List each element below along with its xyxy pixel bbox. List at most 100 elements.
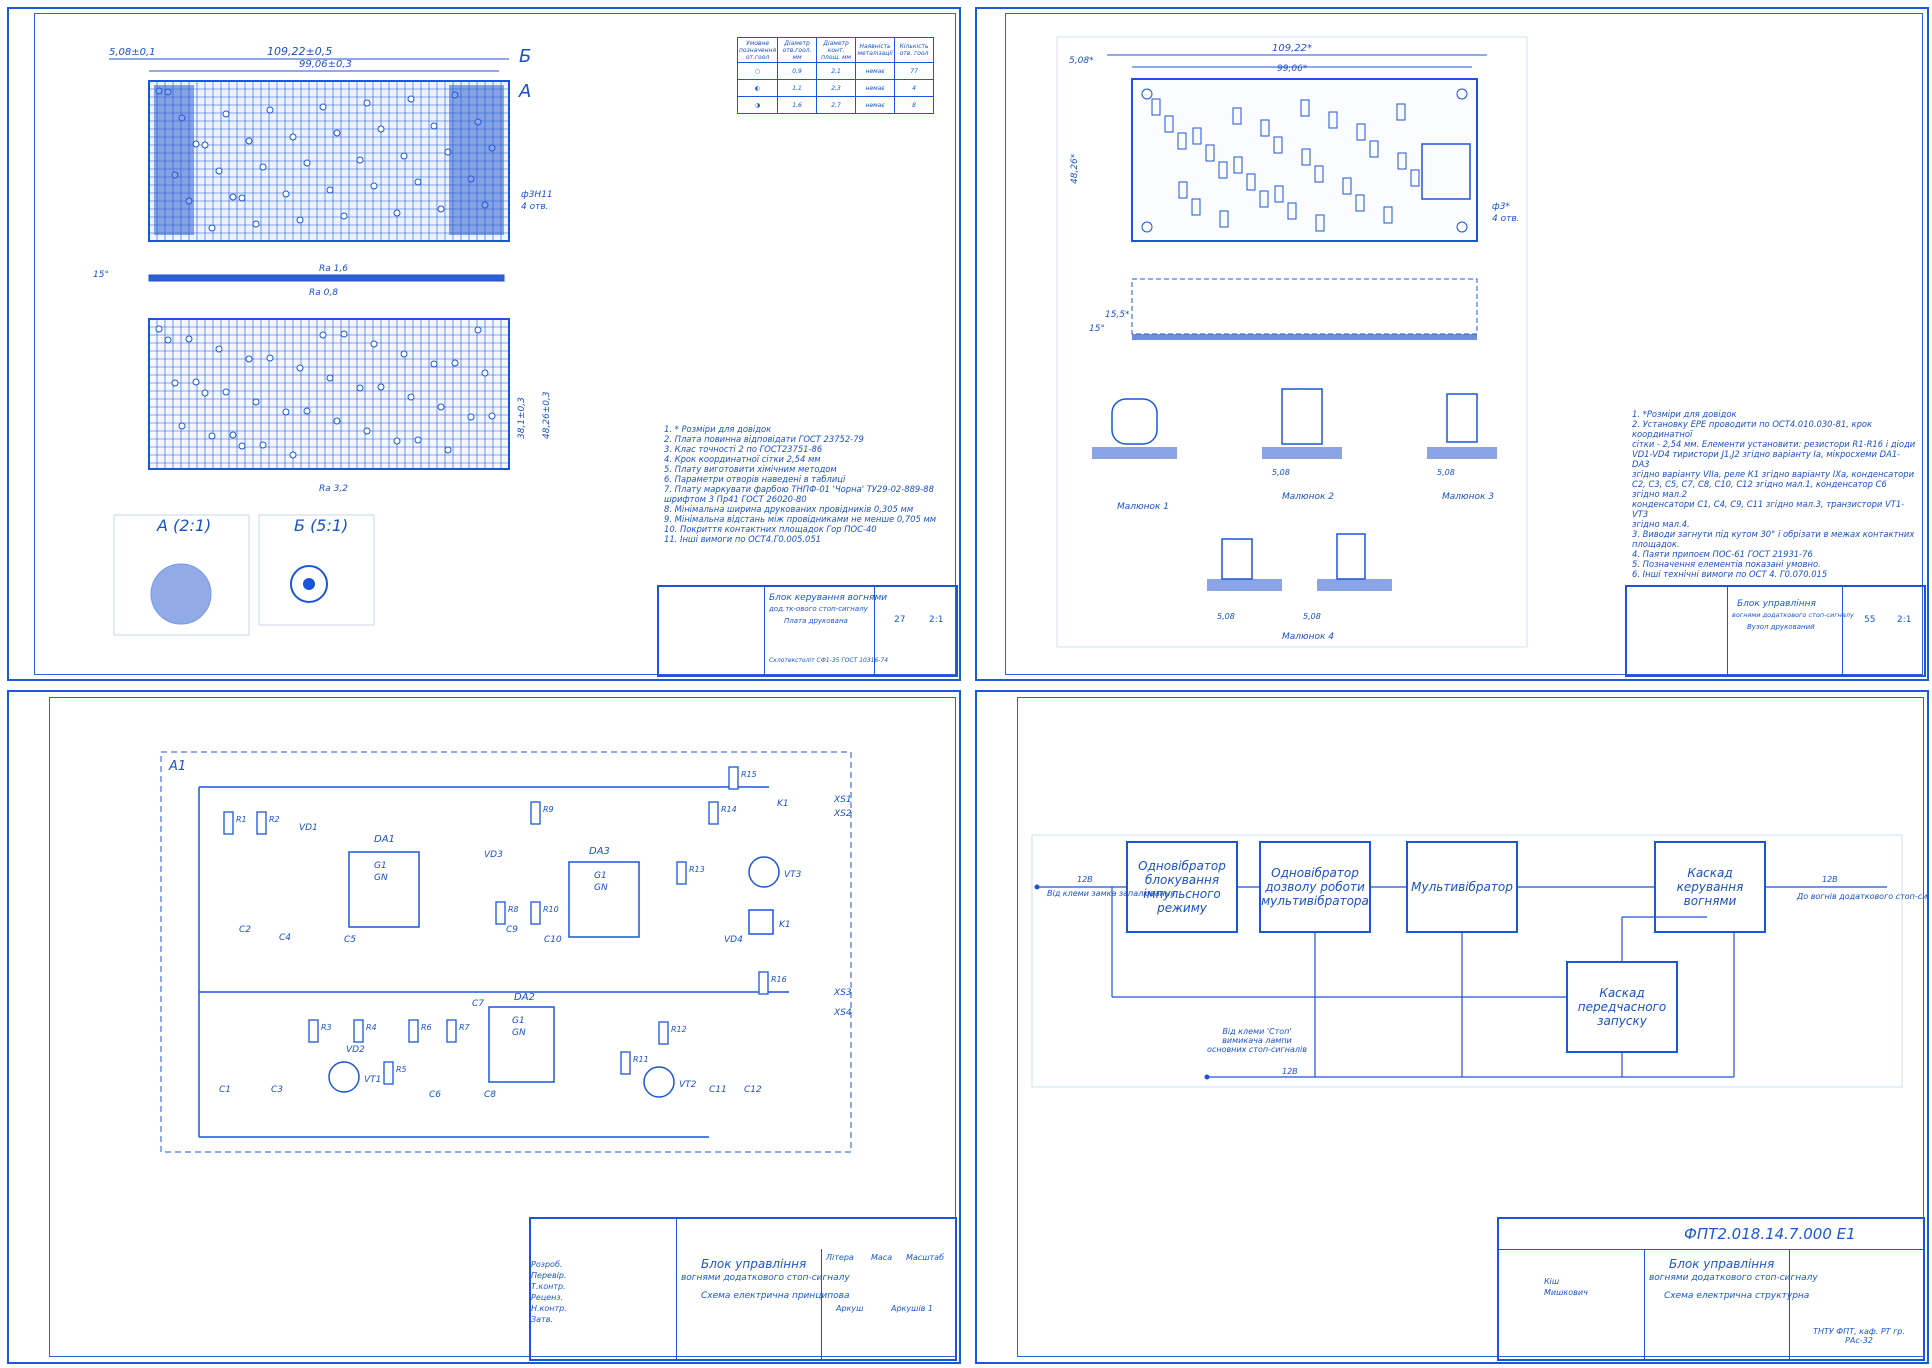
input-voltage: 12В xyxy=(1077,875,1093,884)
label-xs3: XS3 xyxy=(833,988,852,998)
component xyxy=(1410,169,1420,187)
pad xyxy=(319,103,327,111)
side-dim: 15,5* xyxy=(1105,310,1130,320)
pad xyxy=(326,374,334,382)
component xyxy=(1383,206,1393,224)
resistor-r9 xyxy=(530,801,541,825)
component xyxy=(1328,111,1338,129)
hole-table: Умовне позначення от.гоол Діаметр отв.го… xyxy=(736,37,935,114)
callout-b: Б xyxy=(519,46,531,67)
block-early-start xyxy=(1566,961,1678,1053)
pad xyxy=(296,364,304,372)
block-diagram-svg: Одновібратор блокування імпульсного режи… xyxy=(1031,834,1927,1088)
label-vt1: VT1 xyxy=(364,1075,381,1085)
pcb-top-view xyxy=(148,80,510,242)
table-header: Діаметр отв.гоол. мм xyxy=(777,37,818,63)
table-row: ◑ 1,6 2,7 немає 8 xyxy=(736,96,935,114)
hole-count: 4 отв. xyxy=(1492,214,1520,224)
component xyxy=(1164,115,1174,133)
roughness-3: Ra 3,2 xyxy=(319,484,348,494)
pcb-drawing-svg: 109,22±0,5 5,08±0,1 99,06±0,3 Б А ф3Н11 … xyxy=(93,45,553,636)
label-r1: R1 xyxy=(236,815,247,824)
label-r4: R4 xyxy=(366,1023,377,1032)
block-label: Одновібратор дозволу роботи мультивібрат… xyxy=(1261,866,1369,908)
pad xyxy=(393,437,401,445)
label-r3: R3 xyxy=(321,1023,332,1032)
label-r7: R7 xyxy=(459,1023,471,1032)
label-vt2: VT2 xyxy=(679,1080,697,1090)
component xyxy=(1356,123,1366,141)
component xyxy=(1274,185,1284,203)
label-r14: R14 xyxy=(721,805,737,814)
pad xyxy=(215,167,223,175)
pad xyxy=(266,106,274,114)
pad xyxy=(400,152,408,160)
label-vt3: VT3 xyxy=(784,870,802,880)
label-r12: R12 xyxy=(671,1025,687,1034)
label-r8: R8 xyxy=(508,905,519,914)
block-label: Мультивібратор xyxy=(1411,880,1513,894)
resistor-r5 xyxy=(383,1061,394,1085)
assembly-svg: 109,22* 5,08* 99,06* ф3* 4 отв. 48,26* 1… xyxy=(1056,36,1528,648)
label-r11: R11 xyxy=(633,1055,649,1064)
table-header: Кількість отв. гоол xyxy=(894,37,935,63)
figure-3 xyxy=(1427,393,1497,459)
component xyxy=(1151,98,1161,116)
pad xyxy=(289,133,297,141)
frame-label: A1 xyxy=(168,759,186,774)
pad xyxy=(259,163,267,171)
dim-total: 109,22* xyxy=(1272,43,1312,54)
label-c11: C11 xyxy=(709,1085,727,1095)
label-c8: C8 xyxy=(484,1090,496,1100)
pad xyxy=(282,190,290,198)
transistor-vt2 xyxy=(643,1066,675,1098)
callout-a: А xyxy=(518,81,531,102)
pad xyxy=(238,442,246,450)
sheet-block-diagram[interactable]: Одновібратор блокування імпульсного режи… xyxy=(975,690,1929,1364)
relay-k1 xyxy=(748,909,774,935)
component xyxy=(1178,181,1188,199)
resistor-r4 xyxy=(353,1019,364,1043)
pad xyxy=(407,393,415,401)
label-c9: C9 xyxy=(506,925,518,935)
component xyxy=(1315,214,1325,232)
pad xyxy=(208,224,216,232)
pad xyxy=(238,194,246,202)
figure-4 xyxy=(1207,533,1392,591)
pad xyxy=(192,378,200,386)
sheet-inner-frame xyxy=(1017,697,1924,1357)
roughness-2: Ra 0,8 xyxy=(309,288,338,298)
side-angle: 15° xyxy=(93,270,109,280)
label-xs2: XS2 xyxy=(833,809,852,819)
label-k1-contact: K1 xyxy=(777,799,789,809)
table-header: Діаметр конт. площ. мм xyxy=(816,37,857,63)
resistor-r2 xyxy=(256,811,267,835)
pad xyxy=(393,209,401,217)
component xyxy=(1355,194,1365,212)
transistor-vt1 xyxy=(328,1061,360,1093)
sheet-pcb-drawing[interactable]: 109,22±0,5 5,08±0,1 99,06±0,3 Б А ф3Н11 … xyxy=(7,7,961,681)
ic-gn: GN xyxy=(594,883,608,893)
pad xyxy=(266,354,274,362)
label-c7: C7 xyxy=(472,999,484,1009)
roughness-1: Ra 1,6 xyxy=(319,264,348,274)
label-r5: R5 xyxy=(396,1065,407,1074)
pad xyxy=(356,156,364,164)
block-label: Каскад керування вогнями xyxy=(1676,866,1744,908)
component xyxy=(1260,119,1270,137)
component xyxy=(1218,161,1228,179)
pad xyxy=(229,193,237,201)
ic-da2 xyxy=(488,1006,555,1083)
resistor-r13 xyxy=(676,861,687,885)
component xyxy=(1233,156,1243,174)
dim-inner: 99,06* xyxy=(1277,64,1308,74)
pad xyxy=(333,417,341,425)
dim-total: 109,22±0,5 xyxy=(267,45,332,58)
output-label: До вогнів додаткового стоп-сигналу xyxy=(1796,892,1927,901)
sheet-assembly-drawing[interactable]: 109,22* 5,08* 99,06* ф3* 4 отв. 48,26* 1… xyxy=(975,7,1929,681)
figure-2 xyxy=(1262,388,1342,459)
pad xyxy=(363,99,371,107)
title-block: Блок управління вогнями додаткового стоп… xyxy=(1625,585,1926,677)
dim-height: 48,26±0,3 xyxy=(542,391,552,439)
